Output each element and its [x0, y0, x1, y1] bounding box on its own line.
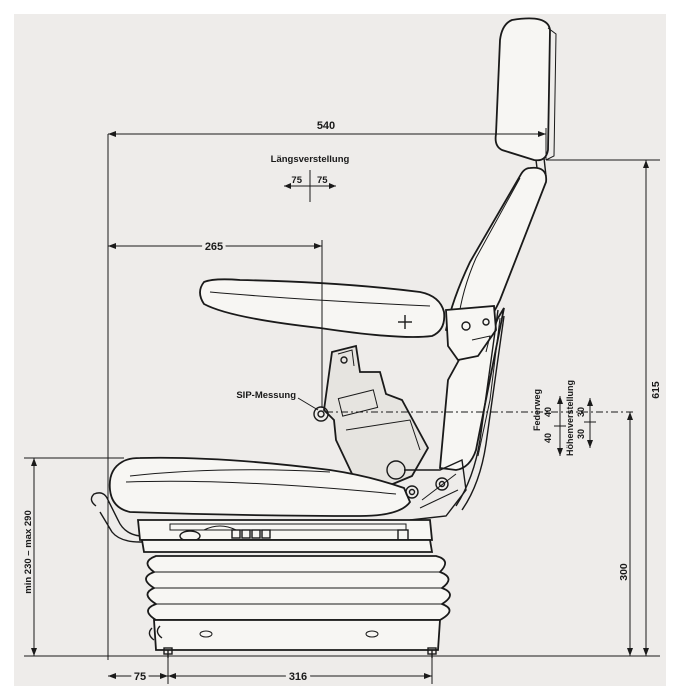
dimension-labels: 540 Längsverstellung 75 75 265 SIP-Messu… [21, 120, 663, 686]
sip-label: SIP-Messung [236, 390, 296, 401]
fore-aft-title: Längsverstellung [271, 154, 350, 165]
overall-height-label: 615 [650, 381, 662, 399]
height-adjust-value-a: 30 [576, 429, 586, 439]
sip-height-label: 300 [618, 563, 630, 581]
seat-height-range-label: min 230 – max 290 [23, 510, 34, 593]
sip-point [313, 406, 329, 422]
suspension-value-a: 40 [543, 433, 553, 443]
fore-aft-left-label: 75 [291, 175, 302, 186]
seat-illustration [90, 17, 557, 658]
suspension-value-b: 40 [543, 407, 553, 417]
sip-device [323, 344, 430, 487]
backrest [444, 166, 548, 342]
height-adjust-value-b: 30 [576, 407, 586, 417]
rear-offset-label: 75 [134, 671, 146, 683]
armrest-depth-label: 265 [205, 241, 223, 253]
headrest [494, 17, 551, 162]
fore-aft-right-label: 75 [317, 175, 328, 186]
height-adjust-title: Höhenverstellung [565, 380, 575, 456]
dimension-lines [24, 128, 660, 684]
suspension-title: Federweg [532, 389, 542, 431]
base-plate [153, 619, 441, 651]
overall-depth-label: 540 [317, 120, 335, 132]
base-width-label: 316 [289, 671, 307, 683]
seat-cushion [108, 456, 412, 517]
